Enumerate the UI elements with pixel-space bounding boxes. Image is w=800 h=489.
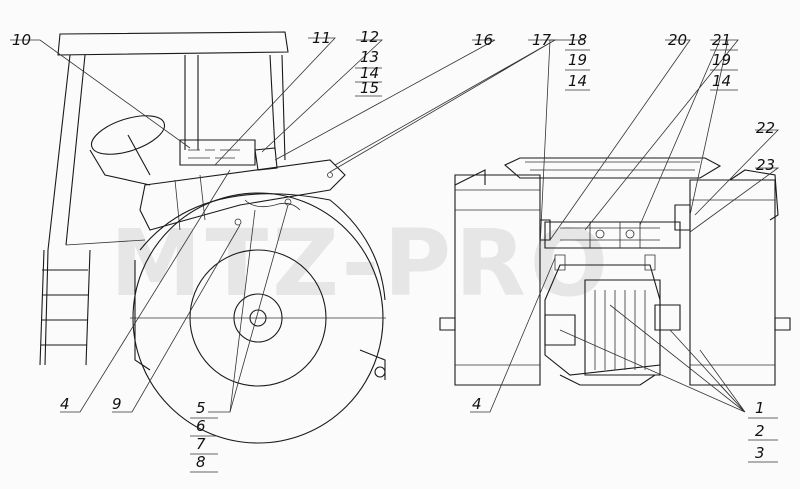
- right-rear-tire: [689, 179, 776, 386]
- callout-15: 15: [360, 79, 379, 97]
- leader-4-left: [60, 169, 231, 413]
- rear-fender: [139, 193, 386, 301]
- label-stack-1-3: [748, 417, 778, 463]
- callout-19a: 19: [568, 51, 587, 69]
- leader-16: [274, 39, 496, 161]
- callout-1: 1: [755, 399, 765, 417]
- callout-8: 8: [196, 453, 206, 471]
- rear-light-unit: [254, 147, 278, 171]
- gearbox-covers: [544, 304, 681, 346]
- callout-19b: 19: [712, 51, 731, 69]
- callout-14b: 14: [712, 72, 731, 90]
- callout-6: 6: [196, 417, 206, 435]
- leader-23: [689, 167, 780, 233]
- leader-12: [261, 39, 384, 153]
- steering-wheel: [90, 115, 166, 155]
- leader-9: [112, 224, 241, 413]
- callout-3: 3: [755, 444, 765, 462]
- label-stack-21: [710, 49, 738, 91]
- leader-22: [694, 129, 779, 216]
- callout-10: 10: [12, 31, 31, 49]
- tractor-side-view: [10, 31, 557, 473]
- cab-roof: [57, 31, 289, 56]
- leader-11: [214, 37, 336, 166]
- callout-13: 13: [360, 48, 379, 66]
- callout-2: 2: [755, 422, 765, 440]
- label-stack-18: [565, 49, 590, 91]
- callout-21: 21: [712, 31, 731, 49]
- right-callouts: 18 19 14 20 21 19 14 22 23 4 1 2 3: [472, 31, 775, 462]
- pto-housing: [584, 279, 661, 376]
- leader-4-right: [470, 257, 556, 413]
- rear-axle-ends: [439, 317, 791, 331]
- callout-4-right: 4: [472, 395, 482, 413]
- tractor-rear-view: [439, 39, 791, 463]
- ladder: [39, 249, 91, 366]
- callout-17: 17: [532, 31, 552, 49]
- callout-12: 12: [360, 28, 379, 46]
- label-stack-5-8: [190, 417, 218, 473]
- label-stack-12-15: [355, 67, 382, 97]
- callout-7: 7: [196, 435, 206, 453]
- leader-18: [539, 39, 585, 249]
- leader-1-3: [559, 304, 746, 413]
- left-rear-tire: [454, 174, 541, 386]
- callout-22: 22: [756, 119, 775, 137]
- callout-23: 23: [756, 156, 775, 174]
- rear-light-bar: [544, 221, 681, 249]
- callout-4-left: 4: [60, 395, 70, 413]
- callout-14a: 14: [568, 72, 587, 90]
- callout-18: 18: [568, 31, 587, 49]
- callout-16: 16: [474, 31, 493, 49]
- leader-10: [10, 39, 191, 149]
- left-callouts: 10 11 12 13 14 15 16 17 4 9 5 6 7 8: [12, 28, 552, 471]
- callout-11: 11: [312, 29, 331, 47]
- cab-roof-rear: [503, 157, 722, 179]
- hood: [139, 159, 346, 231]
- callout-5: 5: [196, 399, 206, 417]
- callout-9: 9: [112, 395, 122, 413]
- wire-harness-left: [244, 199, 301, 211]
- leader-20: [549, 39, 691, 241]
- leader-21: [584, 39, 739, 231]
- callout-20: 20: [668, 31, 687, 49]
- dashboard-panel: [179, 139, 256, 166]
- callout-14: 14: [360, 64, 379, 82]
- cab-frame: [44, 54, 286, 366]
